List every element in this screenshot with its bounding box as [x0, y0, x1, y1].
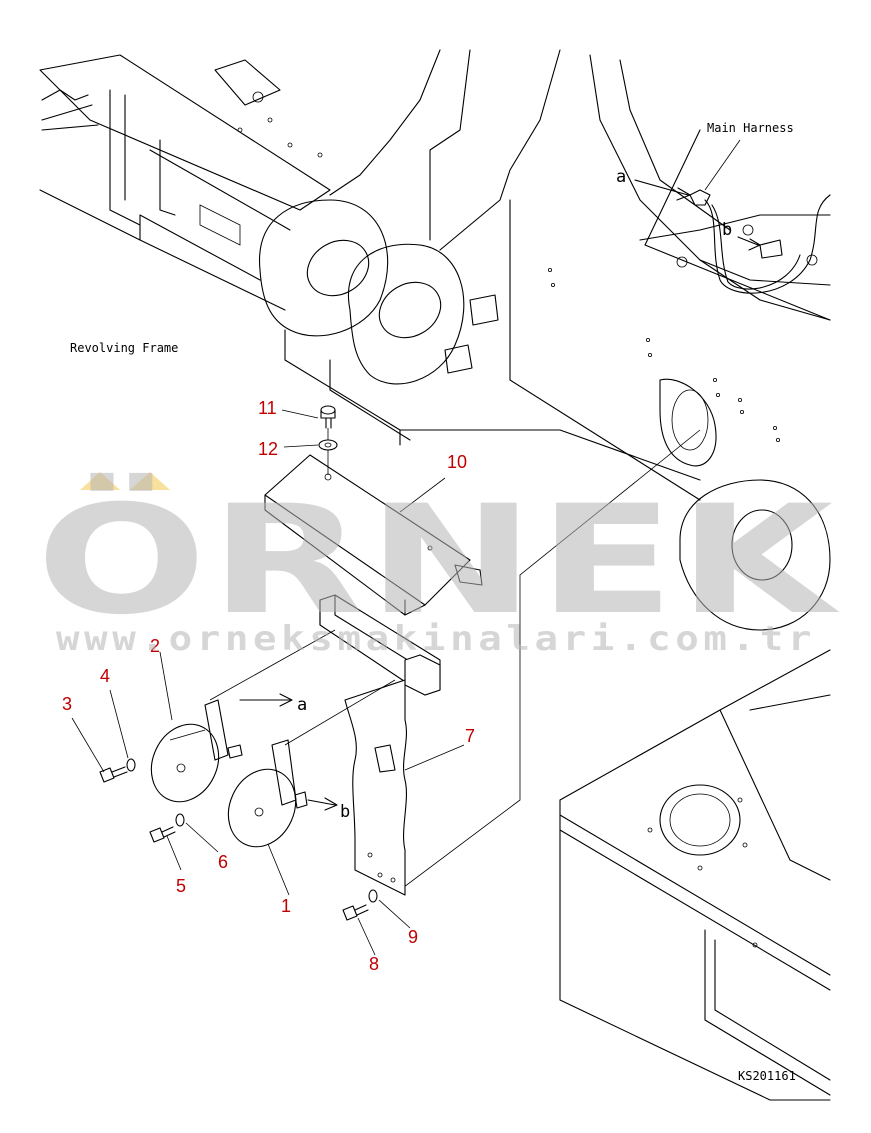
watermark-accent-left: [80, 472, 120, 490]
bracket-part-7: [209, 594, 441, 896]
callout-4: 4: [100, 666, 110, 686]
watermark-accent-right: [130, 472, 170, 490]
callout-6: 6: [218, 852, 228, 872]
arrow-b-top: [737, 236, 761, 251]
bolt-part-5: [149, 826, 176, 843]
arrow-a-top: [634, 179, 691, 201]
callout-3: 3: [62, 694, 72, 714]
arrow-b-horn-label: b: [340, 802, 350, 822]
washer-part-4: [126, 758, 136, 772]
callout-5: 5: [176, 876, 186, 896]
callout-7: 7: [465, 726, 475, 746]
watermark: ÖRNEK www.orneksmakinalari.com.tr: [36, 472, 840, 659]
arrow-b-horn: [307, 797, 338, 811]
arrow-a-horn: [239, 693, 293, 707]
arrow-b-top-label: b: [722, 220, 732, 240]
revolving-frame-label: Revolving Frame: [70, 341, 178, 355]
cover-part-10: [264, 454, 483, 616]
horn-part-2: [150, 699, 243, 803]
arrow-a-horn-label: a: [297, 695, 307, 715]
callout-11: 11: [258, 398, 277, 418]
washer-part-9: [368, 889, 378, 903]
callout-10: 10: [447, 452, 467, 472]
callout-8: 8: [369, 954, 379, 974]
arrow-a-top-label: a: [616, 167, 626, 187]
bolt-part-8: [342, 904, 369, 921]
drawing-code: KS201161: [738, 1069, 796, 1083]
main-harness-label: Main Harness: [707, 121, 794, 135]
horn-part-1: [227, 739, 308, 848]
watermark-brand: ÖRNEK: [36, 472, 840, 648]
callout-1: 1: [281, 896, 291, 916]
callout-2: 2: [150, 636, 160, 656]
callout-12: 12: [258, 439, 278, 459]
bolt-part-3: [99, 766, 128, 783]
washer-part-6: [175, 813, 185, 827]
washer-part-12: [318, 439, 338, 451]
callout-9: 9: [408, 927, 418, 947]
revolving-frame-drawing: [39, 49, 831, 1101]
watermark-url: www.orneksmakinalari.com.tr: [56, 619, 816, 659]
bolt-part-11: [320, 405, 336, 429]
